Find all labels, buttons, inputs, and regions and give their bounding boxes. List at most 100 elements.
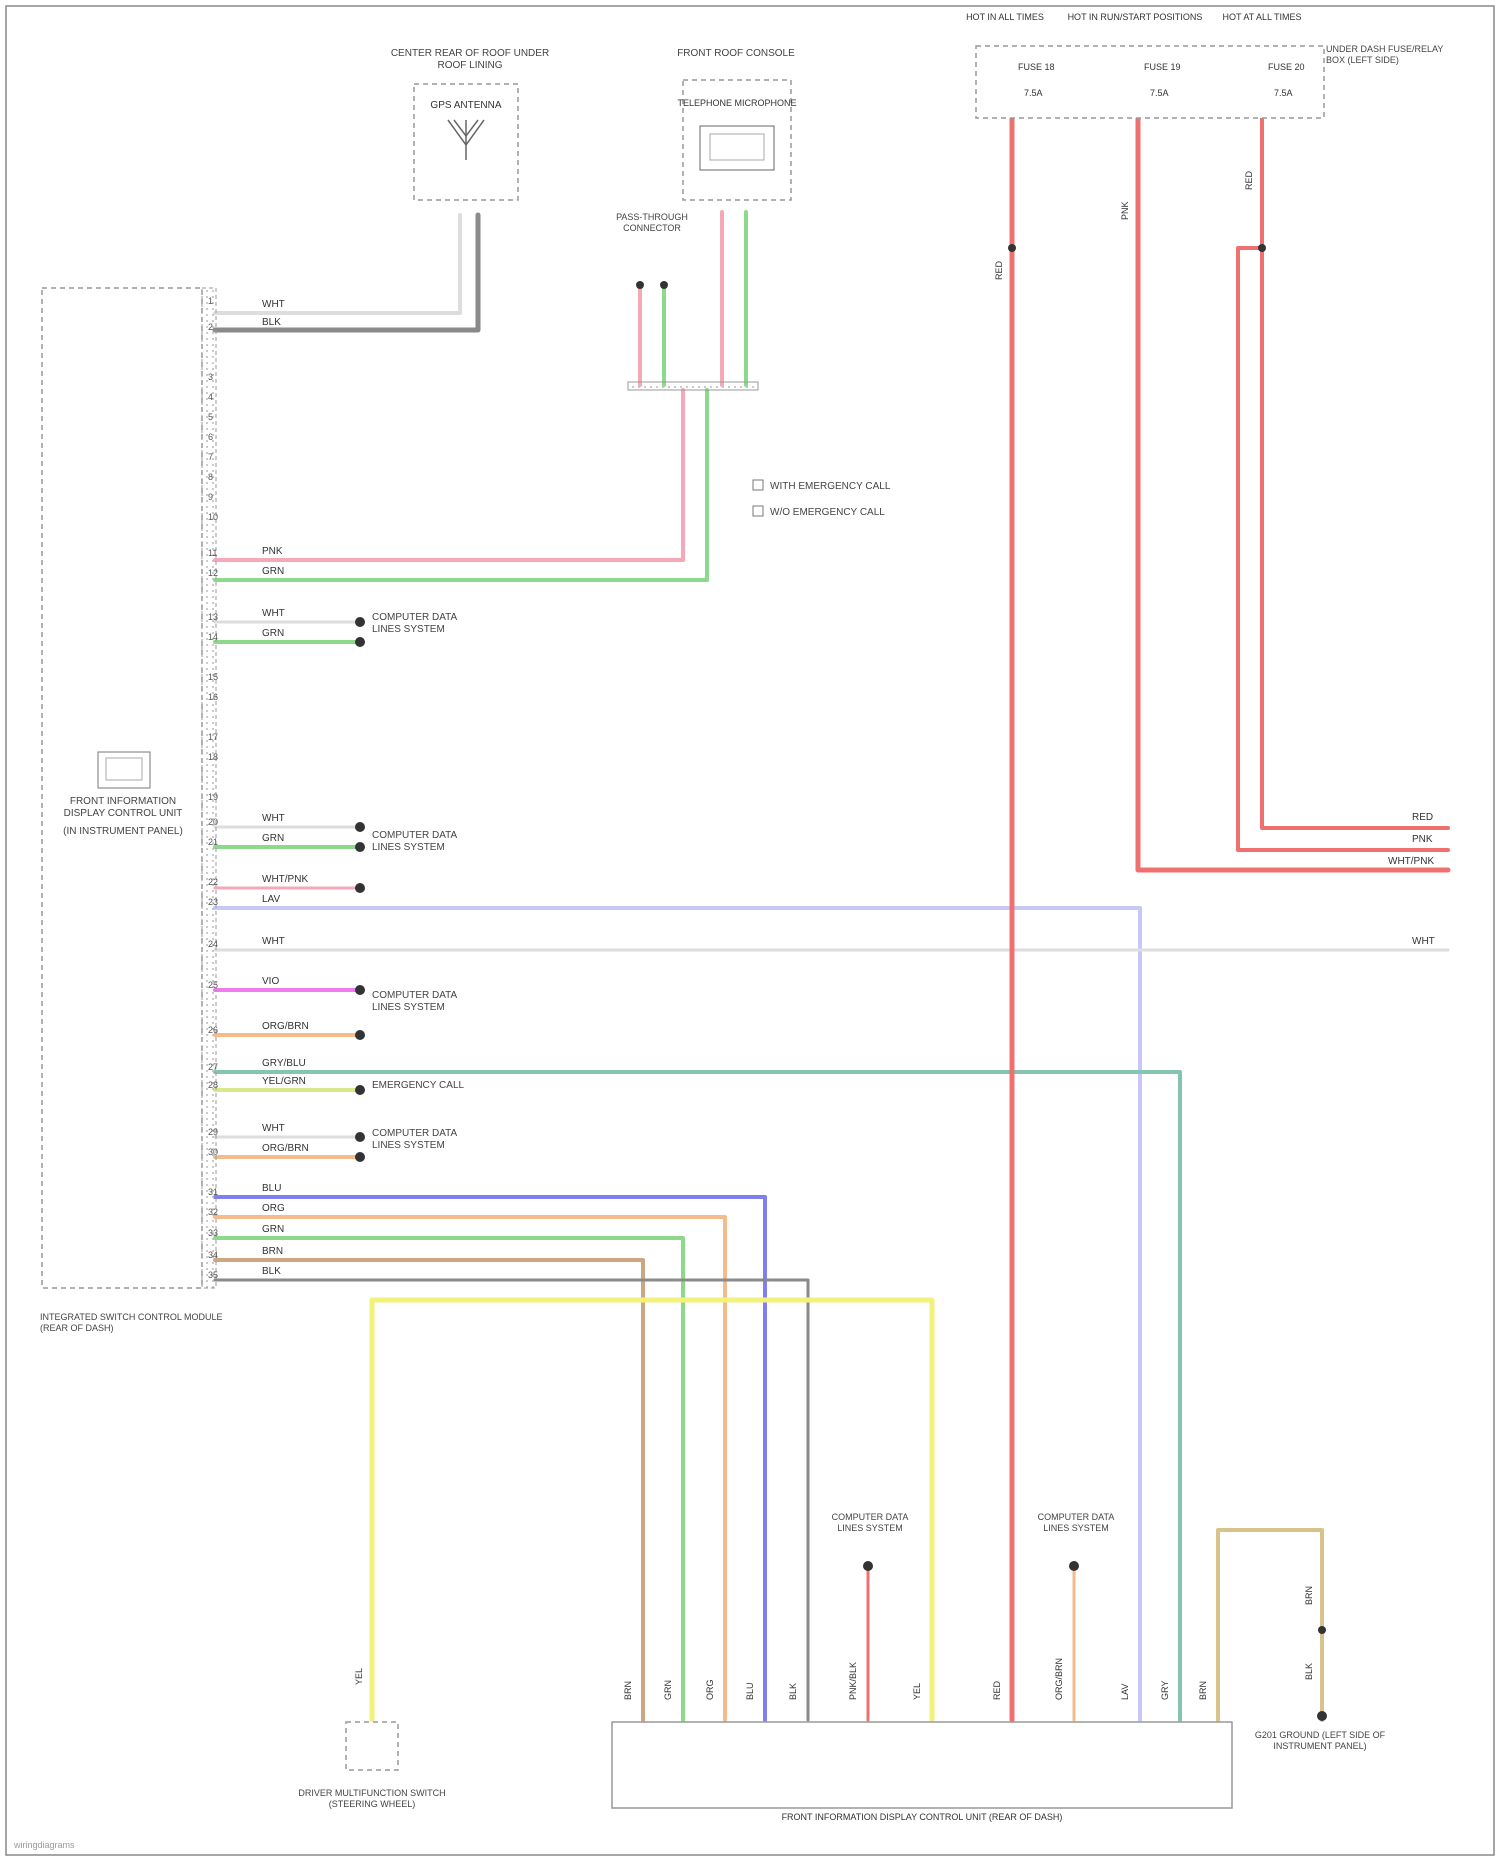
bottom-pin-2: GRN (663, 1680, 673, 1700)
data-lines-ref-1: COMPUTER DATA LINES SYSTEM (372, 612, 482, 636)
data-lines-ref-4: COMPUTER DATA LINES SYSTEM (372, 1128, 482, 1152)
bottom-pin-5: BLK (788, 1683, 798, 1700)
label-bus-orange: ORG (262, 1203, 285, 1214)
svg-text:9: 9 (208, 492, 213, 502)
wire-ground-loop (1218, 1530, 1322, 1720)
emergency-call-ref: EMERGENCY CALL (372, 1080, 602, 1092)
fuse-box: HOT IN ALL TIMES HOT IN RUN/START POSITI… (966, 12, 1446, 252)
main-module-connector-label: INTEGRATED SWITCH CONTROL MODULE (REAR O… (40, 1312, 230, 1334)
svg-text:19: 19 (208, 792, 218, 802)
svg-text:29: 29 (208, 1127, 218, 1137)
wire-fuse-pink (1238, 110, 1448, 850)
svg-text:12: 12 (208, 568, 218, 578)
bottom-pin-4: BLU (745, 1682, 755, 1700)
front-info-module: FRONT INFORMATION DISPLAY CONTROL UNIT (… (612, 1722, 1232, 1822)
svg-text:7: 7 (208, 452, 213, 462)
svg-text:16: 16 (208, 692, 218, 702)
main-module-location: (IN INSTRUMENT PANEL) (52, 826, 194, 838)
legend-with-emergency: WITH EMERGENCY CALL (770, 481, 891, 492)
front-info-module-name: FRONT INFORMATION DISPLAY CONTROL UNIT (… (782, 1812, 1063, 1822)
fuse-lead-1: RED (994, 260, 1004, 280)
label-gps-black: BLK (262, 317, 281, 328)
data-lines-ref-5: COMPUTER DATA LINES SYSTEM (820, 1512, 920, 1534)
wire-fuse-pink-b (1262, 248, 1448, 828)
svg-text:4: 4 (208, 392, 213, 402)
label-white-long: WHT (262, 936, 285, 947)
fuse-3-amps: 7.5A (1274, 88, 1293, 98)
label-lavender: LAV (262, 894, 280, 905)
right-end-pink: PNK (1412, 834, 1433, 845)
fuse-1-name: FUSE 18 (1018, 62, 1055, 72)
label-orange-brown: ORG/BRN (262, 1021, 309, 1032)
ground-name: G201 GROUND (LEFT SIDE OF INSTRUMENT PAN… (1250, 1730, 1390, 1752)
microphone-title: FRONT ROOF CONSOLE (676, 48, 796, 60)
microphone-name: TELEPHONE MICROPHONE (677, 98, 796, 108)
gps-antenna-name: GPS ANTENNA (430, 100, 501, 111)
label-violet: VIO (262, 976, 279, 987)
svg-text:32: 32 (208, 1207, 218, 1217)
svg-text:31: 31 (208, 1187, 218, 1197)
wire-switch-yellow (372, 1300, 932, 1720)
label-data1-green: GRN (262, 628, 284, 639)
bottom-pin-12: BRN (1198, 1681, 1208, 1700)
svg-text:8: 8 (208, 472, 213, 482)
data-lines-ref-2: COMPUTER DATA LINES SYSTEM (372, 830, 482, 854)
telephone-microphone: FRONT ROOF CONSOLE TELEPHONE MICROPHONE (676, 48, 797, 200)
svg-text:24: 24 (208, 939, 218, 949)
bottom-pin-6: PNK/BLK (848, 1662, 858, 1700)
wire-bus-brown (215, 1260, 643, 1720)
pass-through-label: PASS-THROUGH CONNECTOR (604, 212, 700, 234)
fuse-3-name: FUSE 20 (1268, 62, 1305, 72)
label-module-pink: PNK (262, 546, 283, 557)
svg-text:22: 22 (208, 877, 218, 887)
label-bus-green: GRN (262, 1224, 284, 1235)
label-bus-blue: BLU (262, 1183, 281, 1194)
label-white-pink: WHT/PNK (262, 874, 308, 885)
microphone-icon (700, 126, 774, 170)
legend-without-emergency: W/O EMERGENCY CALL (770, 507, 885, 518)
label-data2-white: WHT (262, 813, 285, 824)
fuse-col-3: HOT AT ALL TIMES (1222, 12, 1301, 22)
svg-text:28: 28 (208, 1080, 218, 1090)
svg-text:33: 33 (208, 1228, 218, 1238)
wire-module-pink (215, 390, 683, 560)
bottom-pin-8: RED (992, 1680, 1002, 1700)
svg-text:18: 18 (208, 752, 218, 762)
wire-gps-white (215, 215, 460, 313)
fuse-box-label: UNDER DASH FUSE/RELAY BOX (LEFT SIDE) (1326, 44, 1446, 66)
svg-text:30: 30 (208, 1147, 218, 1157)
svg-text:1: 1 (208, 296, 213, 306)
svg-text:34: 34 (208, 1250, 218, 1260)
svg-text:11: 11 (208, 548, 217, 558)
bottom-pin-3: ORG (705, 1679, 715, 1700)
label-data2-green: GRN (262, 833, 284, 844)
fuse-col-2: HOT IN RUN/START POSITIONS (1068, 12, 1203, 22)
svg-text:17: 17 (208, 732, 218, 742)
ground-wire-1: BRN (1304, 1586, 1314, 1605)
fuse-lead-2: PNK (1120, 201, 1130, 220)
label-bus-black: BLK (262, 1266, 281, 1277)
svg-text:25: 25 (208, 980, 218, 990)
label-data3-orange: ORG/BRN (262, 1143, 309, 1154)
bottom-pin-1: BRN (623, 1681, 633, 1700)
main-module-name: FRONT INFORMATION DISPLAY CONTROL UNIT (52, 796, 194, 820)
legend: WITH EMERGENCY CALL W/O EMERGENCY CALL (753, 480, 891, 518)
data-lines-ref-3: COMPUTER DATA LINES SYSTEM (372, 990, 482, 1014)
label-teal: GRY/BLU (262, 1058, 306, 1069)
fuse-lead-3: RED (1244, 170, 1254, 190)
bottom-pin-10: LAV (1120, 1684, 1130, 1700)
right-end-white: WHT (1412, 936, 1435, 947)
fuse-1-amps: 7.5A (1024, 88, 1043, 98)
fuse-2-amps: 7.5A (1150, 88, 1169, 98)
svg-text:5: 5 (208, 412, 213, 422)
driver-switch-name: DRIVER MULTIFUNCTION SWITCH (STEERING WH… (292, 1788, 452, 1810)
label-bus-brown: BRN (262, 1246, 283, 1257)
wire-teal (215, 1072, 1180, 1720)
svg-text:20: 20 (208, 817, 218, 827)
label-module-green: GRN (262, 566, 284, 577)
pass-through-connector (628, 382, 758, 390)
label-yellow-green: YEL/GRN (262, 1076, 306, 1087)
bottom-pin-9: ORG/BRN (1054, 1658, 1064, 1700)
svg-text:26: 26 (208, 1025, 218, 1035)
